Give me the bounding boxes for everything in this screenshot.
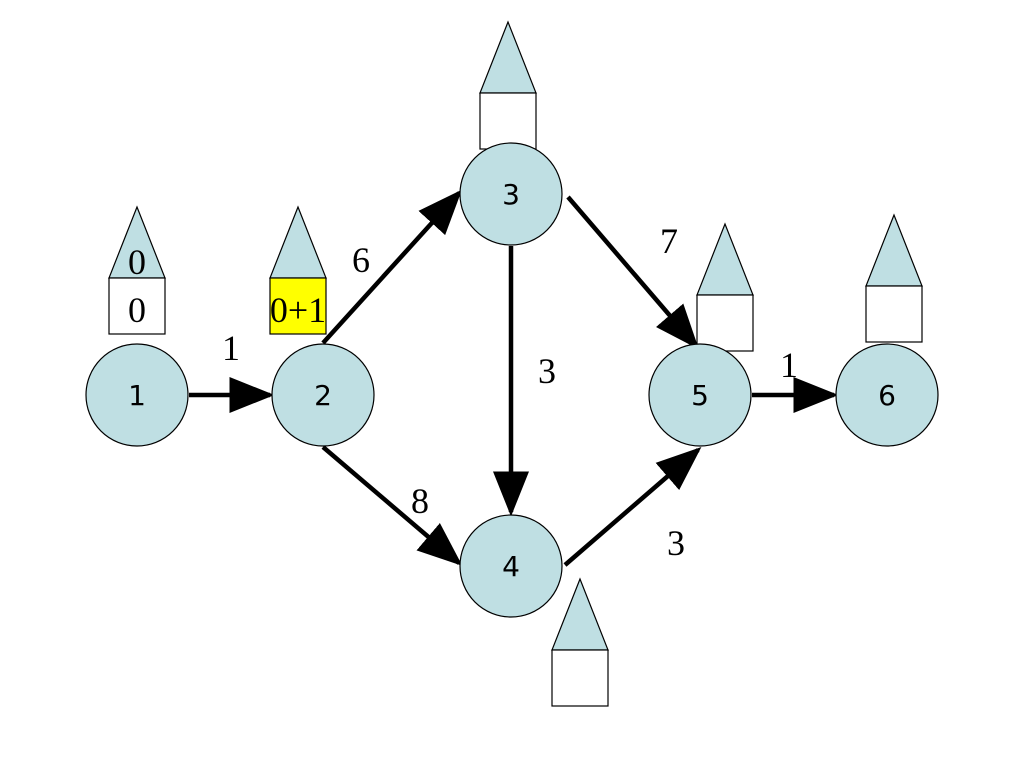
edge-weight-3-4: 3 — [538, 351, 556, 391]
node-circle — [459, 142, 563, 246]
node-4: 4 — [459, 514, 563, 618]
triangle-marker — [551, 577, 609, 651]
triangle-marker — [269, 205, 327, 279]
node-2: 2 — [271, 343, 375, 447]
edge-weight-4-5: 3 — [667, 523, 685, 563]
edge-weight-5-6: 1 — [780, 345, 798, 385]
box-marker — [551, 649, 609, 707]
edge-weight-2-4: 8 — [411, 481, 429, 521]
edge-2-4 — [321, 445, 463, 566]
triangle-marker — [696, 222, 754, 296]
node-3: 3 — [459, 142, 563, 246]
box-marker — [108, 277, 166, 335]
node-marker-5 — [696, 222, 754, 352]
edge-weight-layer: 1 6 8 3 7 3 1 — [222, 221, 798, 563]
node-marker-6 — [865, 213, 923, 343]
node-label: 5 — [691, 379, 709, 412]
box-marker — [865, 285, 923, 343]
marker-layer: 0 0 0+1 — [108, 20, 923, 707]
triangle-marker — [865, 213, 923, 287]
node-marker-2: 0+1 — [269, 205, 327, 335]
node-marker-4 — [551, 577, 609, 707]
edge-layer — [189, 189, 839, 567]
node-label: 4 — [502, 550, 520, 583]
triangle-marker — [479, 20, 537, 94]
node-marker-3 — [479, 20, 537, 150]
box-marker — [269, 277, 327, 335]
node-1: 1 — [85, 343, 189, 447]
node-5: 5 — [648, 343, 752, 447]
node-6: 6 — [835, 343, 939, 447]
edge-weight-2-3: 6 — [352, 240, 370, 280]
edge-weight-1-2: 1 — [222, 328, 240, 368]
marker-triangle-value: 0 — [128, 242, 146, 282]
box-marker — [479, 92, 537, 150]
node-marker-1: 0 0 — [108, 205, 166, 335]
node-label: 2 — [314, 379, 332, 412]
node-label: 6 — [878, 379, 896, 412]
marker-box-value: 0 — [128, 290, 146, 330]
marker-box-value: 0+1 — [270, 290, 326, 330]
node-circle — [85, 343, 189, 447]
node-label: 1 — [128, 379, 146, 412]
edge-weight-3-5: 7 — [660, 221, 678, 261]
box-marker — [696, 294, 754, 352]
node-circle — [459, 514, 563, 618]
edge-4-5 — [563, 447, 702, 567]
node-circle — [648, 343, 752, 447]
edge-2-3 — [321, 189, 463, 345]
node-layer: 1 2 3 4 5 6 — [85, 142, 939, 618]
node-circle — [835, 343, 939, 447]
edge-3-5 — [566, 195, 699, 350]
node-label: 3 — [502, 178, 520, 211]
node-circle — [271, 343, 375, 447]
